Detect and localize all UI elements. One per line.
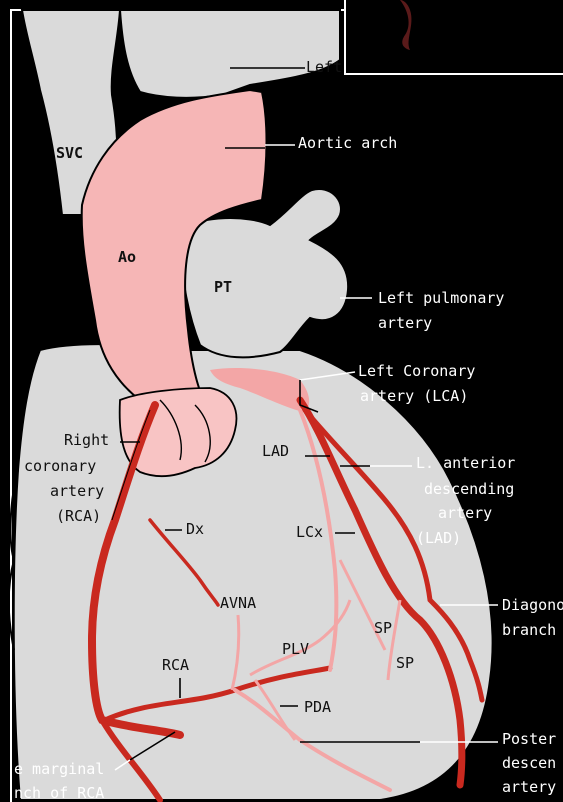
label-l-anterior-4: (LAD) [416, 529, 461, 547]
label-posterior-1: Poster [502, 730, 556, 748]
label-diagonal-1: Diagono [502, 596, 563, 614]
label-plv: PLV [282, 640, 309, 658]
label-right-1: Right [64, 431, 109, 449]
label-left-pulmonary-1: Left pulmonary [378, 289, 504, 307]
label-aortic-arch: Aortic arch [298, 134, 397, 152]
inset-box [345, 0, 563, 74]
svc-label: SVC [56, 144, 83, 162]
label-marginal-2: nch of RCA [14, 784, 104, 802]
label-pda: PDA [304, 698, 331, 716]
label-l-anterior-2: descending [424, 480, 514, 498]
label-sp-2: SP [396, 654, 414, 672]
label-right-2: coronary [24, 457, 96, 475]
label-avna: AVNA [220, 594, 256, 612]
label-left: Left [306, 58, 342, 76]
label-left-pulmonary-2: artery [378, 314, 432, 332]
pt-label: PT [214, 278, 232, 296]
label-marginal-1: e marginal [14, 760, 104, 778]
label-lcx: LCx [296, 523, 323, 541]
label-rca: RCA [162, 656, 189, 674]
ao-label: Ao [118, 248, 136, 266]
label-left-coronary-1: Left Coronary [358, 362, 475, 380]
label-right-3: artery [50, 482, 104, 500]
label-posterior-3: artery [502, 778, 556, 796]
label-l-anterior-1: L. anterior [416, 454, 515, 472]
label-diagonal-2: branch [502, 621, 556, 639]
label-posterior-2: descen [502, 754, 556, 772]
label-left-coronary-2: artery (LCA) [360, 387, 468, 405]
label-lad: LAD [262, 442, 289, 460]
label-l-anterior-3: artery [438, 504, 492, 522]
label-sp-1: SP [374, 619, 392, 637]
label-dx: Dx [186, 520, 204, 538]
label-right-4: (RCA) [56, 507, 101, 525]
